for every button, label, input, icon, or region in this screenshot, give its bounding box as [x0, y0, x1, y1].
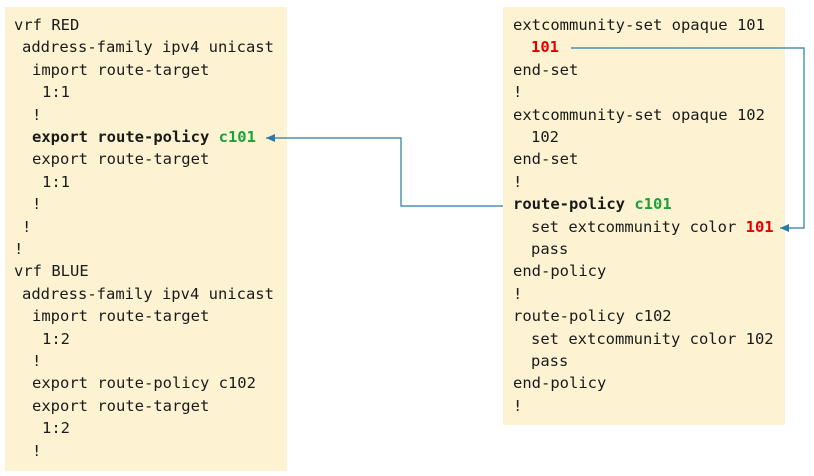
policy-config-line: set extcommunity color 102: [531, 328, 774, 350]
vrf-config-panel: [5, 7, 287, 471]
policy-config-line: !: [513, 81, 522, 103]
vrf-config-line: import route-target: [32, 59, 209, 81]
vrf-config-line: export route-policy c102: [32, 372, 256, 394]
config-text: !: [513, 83, 523, 102]
config-text: vrf BLUE: [14, 262, 89, 281]
vrf-config-line: 1:2: [42, 328, 70, 350]
config-text: 102: [531, 128, 559, 146]
config-text: export route-target: [32, 150, 210, 169]
config-text: end-set: [513, 60, 579, 79]
route-policy-config-panel: [503, 7, 785, 425]
config-text: !: [22, 217, 32, 236]
vrf-config-line: 1:1: [42, 171, 70, 193]
vrf-config-line: !: [32, 350, 41, 372]
vrf-config-line: 1:1: [42, 81, 70, 103]
vrf-config-line: import route-target: [32, 305, 209, 327]
config-text: address-family ipv4 unicast: [22, 284, 274, 303]
config-text: extcommunity-set opaque 102: [513, 105, 765, 124]
config-text: route-policy: [513, 195, 635, 214]
policy-config-line: !: [513, 395, 522, 417]
policy-config-line: 102: [531, 126, 559, 148]
config-text: export route-target: [32, 396, 210, 415]
policy-config-line: extcommunity-set opaque 101: [513, 14, 765, 36]
config-text: !: [14, 240, 24, 258]
policy-config-line: end-set: [513, 148, 578, 170]
vrf-config-line: !: [32, 193, 41, 215]
vrf-config-line: !: [22, 216, 31, 238]
policy-config-line: pass: [531, 238, 568, 260]
vrf-config-line: export route-target: [32, 148, 209, 170]
config-text: end-policy: [513, 374, 607, 393]
policy-name: c101: [218, 128, 256, 146]
config-text: import route-target: [32, 60, 210, 79]
color-reference-arrow: [571, 47, 805, 232]
vrf-config-line: 1:2: [42, 417, 70, 439]
config-text: 1:1: [42, 172, 70, 191]
config-text: set extcommunity color 102: [531, 329, 774, 348]
color-value: 101: [745, 217, 774, 236]
config-text: !: [32, 195, 42, 214]
config-text: !: [513, 284, 523, 303]
config-text: pass: [531, 352, 569, 370]
config-text: set extcommunity color: [531, 217, 746, 236]
policy-config-line: extcommunity-set opaque 102: [513, 104, 765, 126]
config-text: address-family ipv4 unicast: [22, 38, 274, 57]
config-text: export route-policy c102: [32, 374, 256, 393]
vrf-config-line: export route-policy c101: [32, 126, 256, 148]
policy-config-line: !: [513, 283, 522, 305]
config-text: route-policy c102: [513, 307, 672, 326]
vrf-config-line: address-family ipv4 unicast: [22, 36, 274, 58]
config-text: vrf RED: [14, 16, 80, 34]
vrf-config-line: vrf RED: [14, 14, 79, 36]
config-text: !: [32, 105, 42, 124]
policy-config-line: set extcommunity color 101: [531, 216, 774, 238]
config-text: !: [32, 352, 42, 370]
config-text: extcommunity-set opaque 101: [513, 16, 765, 34]
policy-config-line: end-policy: [513, 372, 606, 394]
vrf-config-line: vrf BLUE: [14, 260, 89, 282]
config-text: !: [513, 396, 523, 415]
config-text: !: [32, 441, 42, 460]
config-text: export route-policy: [32, 128, 219, 146]
config-text: end-policy: [513, 262, 607, 281]
policy-config-line: 101: [531, 36, 559, 58]
config-text: 1:1: [42, 83, 70, 102]
policy-config-line: pass: [531, 350, 568, 372]
vrf-config-line: address-family ipv4 unicast: [22, 283, 274, 305]
config-text: end-set: [513, 150, 579, 169]
policy-config-line: route-policy c102: [513, 305, 672, 327]
policy-reference-arrow: [266, 134, 503, 207]
config-text: 1:2: [42, 419, 70, 438]
color-value: 101: [531, 38, 559, 57]
policy-config-line: end-policy: [513, 260, 606, 282]
config-text: pass: [531, 240, 569, 258]
policy-name: c101: [634, 195, 672, 214]
vrf-config-line: !: [14, 238, 23, 260]
policy-config-line: end-set: [513, 59, 578, 81]
config-text: !: [513, 172, 523, 191]
policy-config-line: route-policy c101: [513, 193, 672, 215]
vrf-config-line: !: [32, 440, 41, 462]
vrf-config-line: !: [32, 104, 41, 126]
vrf-config-line: export route-target: [32, 395, 209, 417]
config-text: 1:2: [42, 329, 70, 348]
config-text: import route-target: [32, 307, 210, 326]
policy-config-line: !: [513, 171, 522, 193]
